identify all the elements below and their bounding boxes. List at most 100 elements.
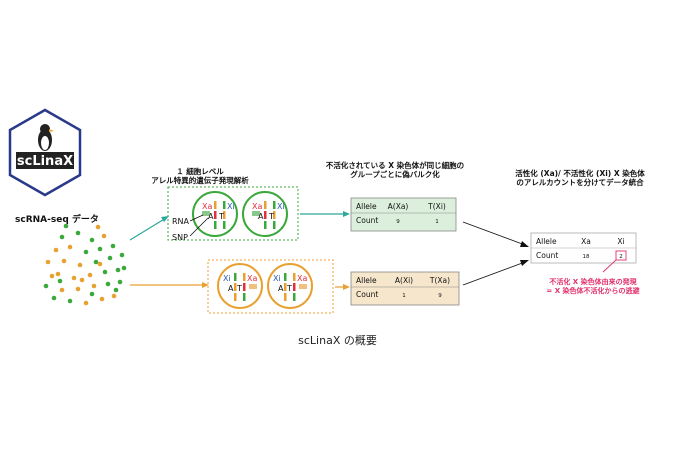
bottom-table-value-a: 1 — [402, 293, 406, 299]
step2-title-line1: 不活化されている X 染色体が同じ細胞の — [326, 160, 464, 170]
green-cell-group — [167, 186, 299, 241]
bottom-table-row-label: Count — [356, 290, 378, 299]
step2-title-line2: グループごとに偽バルク化 — [350, 169, 440, 179]
cell-dot — [57, 278, 63, 284]
cell-dot — [105, 281, 111, 287]
sclinax-logo: scLinaX — [8, 108, 82, 197]
scrna-seq-label: scRNA-seq データ — [15, 213, 99, 225]
bottom-table-header-t: T(Xa) — [429, 276, 450, 285]
penguin-icon — [38, 124, 54, 151]
cell4-xa-label: Xa — [297, 274, 307, 283]
cell-dot — [49, 273, 55, 279]
cell-dot — [75, 286, 81, 292]
arrow-to-top-table — [300, 211, 350, 217]
cell-dot — [97, 246, 103, 252]
final-table-header-xi: Xi — [617, 237, 624, 246]
cell-dot — [59, 287, 65, 293]
rna-label: RNA — [172, 217, 190, 226]
cell3-a-label: A — [228, 284, 234, 293]
final-allele-table: Allele Xa Xi Count 18 2 — [530, 232, 637, 264]
cell-dot — [71, 275, 77, 281]
cell-dot — [83, 249, 89, 255]
top-table-value-a: 9 — [396, 219, 400, 225]
cell1-xa-label: Xa — [202, 202, 212, 211]
cell-dot — [101, 233, 107, 239]
bottom-table-value-t: 9 — [438, 293, 442, 299]
cell3-t-label: T — [236, 284, 242, 293]
cell-dot — [111, 293, 117, 299]
step3-title-line1: 活性化 (Xa)/ 不活性化 (Xi) X 染色体 — [515, 168, 645, 178]
cell2-xi-label: Xi — [277, 202, 285, 211]
cell1-xi-label: Xi — [227, 202, 235, 211]
note-pointer — [602, 259, 617, 273]
cell2-xa-label: Xa — [252, 202, 262, 211]
top-table-header-allele: Allele — [356, 202, 377, 211]
logo-text: scLinaX — [17, 154, 73, 169]
cell-dot — [115, 267, 121, 273]
arrow-to-green-group — [129, 216, 169, 241]
bottom-allele-table: Allele A(Xi) T(Xa) Count 1 9 — [350, 271, 460, 306]
note-line1: 不活化 X 染色体由来の発現 — [549, 277, 636, 286]
cell3-xi-label: Xi — [223, 274, 231, 283]
bottom-table-header-allele: Allele — [356, 276, 377, 285]
cell1-a-label: A — [208, 212, 214, 221]
top-allele-table: Allele A(Xa) T(Xi) Count 9 1 — [350, 197, 457, 232]
cell-dot — [91, 283, 97, 289]
cell-dot — [75, 230, 81, 236]
step1-title-line2: アレル特異的遺伝子発現解析 — [151, 175, 249, 185]
cell4-t-label: T — [286, 284, 292, 293]
cell-dot — [93, 259, 99, 265]
bottom-table-header-a: A(Xi) — [395, 276, 413, 285]
cell-dot — [89, 291, 95, 297]
top-table-header-t: T(Xi) — [427, 202, 446, 211]
cell-dot — [95, 224, 101, 230]
cell-dot — [77, 262, 83, 268]
arrow-top-to-final — [462, 221, 529, 247]
cell-dot — [79, 277, 85, 283]
cell-dot — [43, 283, 49, 289]
step1-title-line1: １ 細胞レベル — [176, 166, 224, 176]
cell4-a-label: A — [278, 284, 284, 293]
arrow-to-orange-group — [130, 282, 209, 288]
rna-pointer — [189, 214, 204, 222]
cell2-a-label: A — [258, 212, 264, 221]
arrow-to-bottom-table — [335, 284, 350, 290]
cell-dot — [107, 255, 113, 261]
cell-dot — [113, 287, 119, 293]
cell-dot — [121, 265, 127, 271]
cell-dot — [61, 258, 67, 264]
cell-dot — [59, 234, 65, 240]
cell-dot — [87, 272, 93, 278]
cell-dot — [102, 269, 108, 275]
cell-dot — [53, 247, 59, 253]
green-cell-1: Xa Xi A T — [192, 191, 238, 237]
cell-dot — [89, 237, 95, 243]
cell-dot — [45, 259, 51, 265]
top-table-value-t: 1 — [435, 219, 439, 225]
orange-cell-1: Xi Xa A T — [217, 263, 263, 309]
cell-dot — [83, 300, 89, 306]
snp-label: SNP — [172, 233, 188, 242]
cell-dot — [63, 223, 69, 229]
orange-cell-2: Xi Xa A T — [267, 263, 313, 309]
green-cell-2: Xa Xi A T — [242, 191, 288, 237]
figure-caption: scLinaX の概要 — [298, 334, 377, 347]
cell-dot — [51, 295, 57, 301]
cell2-t-label: T — [268, 212, 274, 221]
cell-dot — [55, 271, 61, 277]
cell-dot — [119, 252, 125, 258]
cell4-xi-label: Xi — [273, 274, 281, 283]
cell-dots — [43, 223, 127, 306]
final-table-header-xa: Xa — [581, 237, 591, 246]
note-line2: = X 染色体不活化からの逃避 — [546, 286, 640, 295]
cell-dot — [67, 298, 73, 304]
final-table-value-xa: 18 — [583, 254, 590, 260]
top-table-row-label: Count — [356, 216, 378, 225]
step3-title-line2: のアレルカウントを分けてデータ統合 — [516, 177, 644, 187]
snp-pointer — [189, 217, 209, 237]
arrow-bottom-to-final — [462, 260, 529, 286]
cell-dot — [97, 261, 103, 267]
final-table-row-label: Count — [536, 251, 558, 260]
orange-cell-group — [207, 259, 334, 314]
